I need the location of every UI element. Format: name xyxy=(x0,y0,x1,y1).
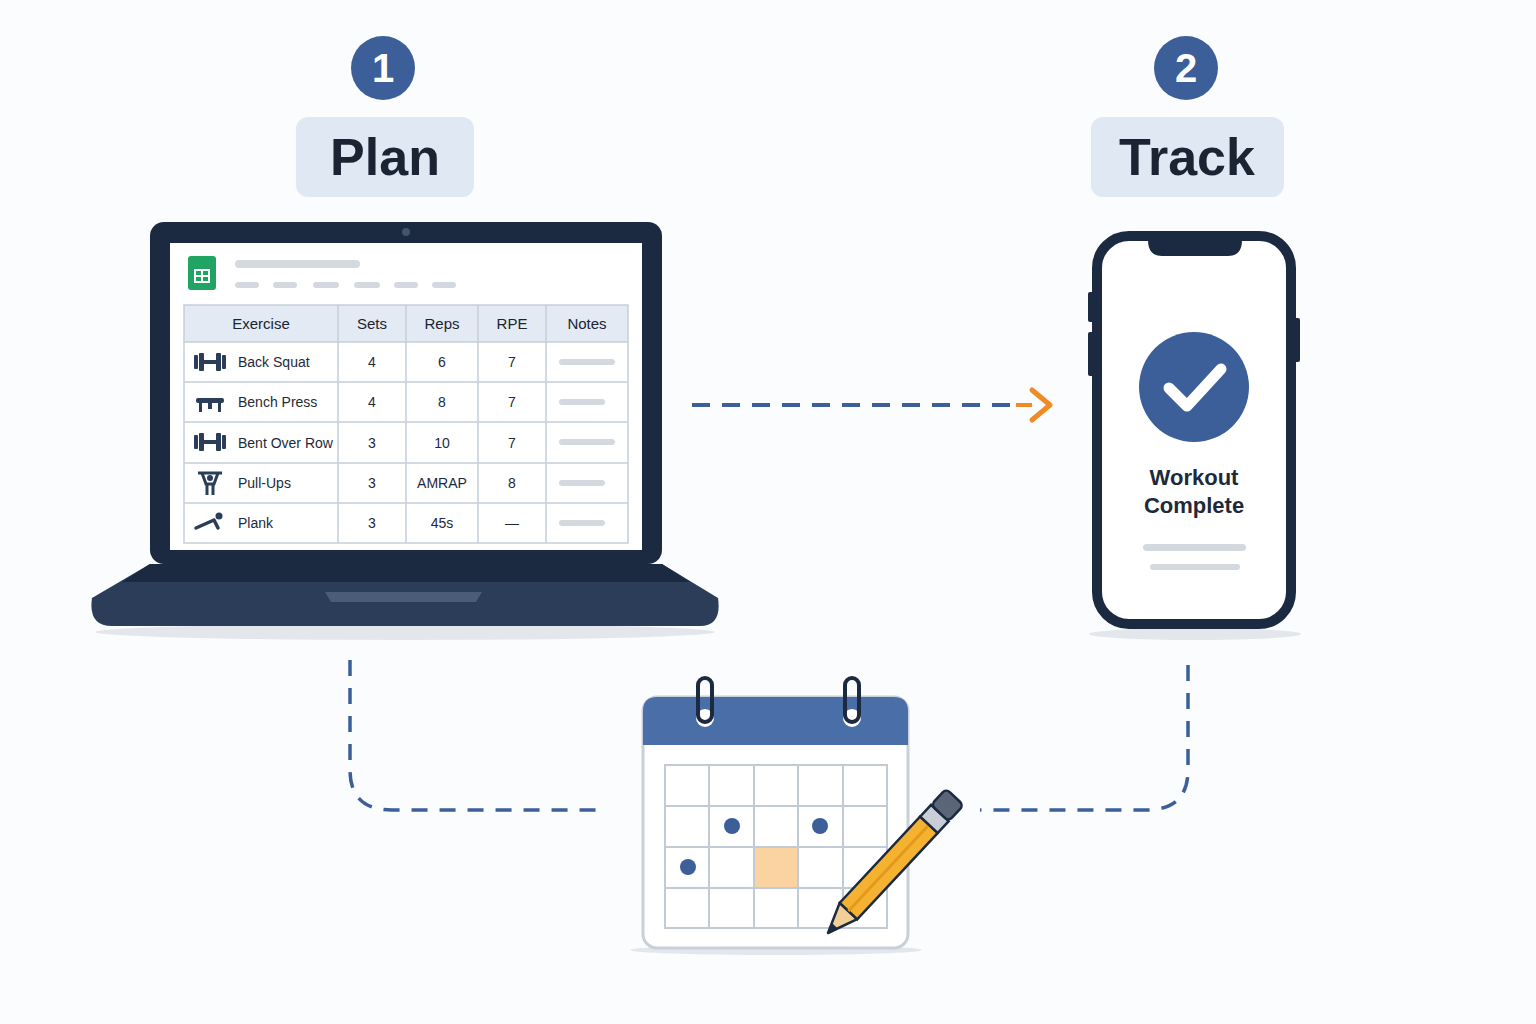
phone-screen: Workout Complete xyxy=(1092,232,1296,628)
label-text: — xyxy=(478,503,546,543)
label-text: 45s xyxy=(406,503,478,543)
label-text: Back Squat xyxy=(184,342,338,382)
text-placeholder xyxy=(1150,564,1240,570)
calendar-dot xyxy=(812,818,828,834)
label-text: 7 xyxy=(478,422,546,463)
laptop-keyboard xyxy=(122,564,690,582)
dumbbell-icon xyxy=(194,353,226,371)
label-text: Plank xyxy=(184,503,338,543)
step-label: Plan xyxy=(296,117,474,197)
dashed-connector xyxy=(980,665,1188,810)
label-text: Pull-Ups xyxy=(184,463,338,503)
check-circle xyxy=(1139,332,1249,442)
calendar-ring xyxy=(845,678,859,722)
label-text: Bench Press xyxy=(184,382,338,422)
notes-placeholder xyxy=(559,359,615,526)
step-number: 2 xyxy=(1154,36,1218,100)
plank-icon xyxy=(196,513,223,529)
label-text: AMRAP xyxy=(406,463,478,503)
table-border xyxy=(184,305,628,543)
label-text: 3 xyxy=(338,463,406,503)
phone-text-area: Workout Complete xyxy=(1114,464,1274,520)
label-text: 7 xyxy=(478,382,546,422)
phone-notch xyxy=(1148,240,1242,256)
label-text: Notes xyxy=(546,305,628,342)
label-text: Bent Over Row xyxy=(184,422,338,463)
label-text: 7 xyxy=(478,342,546,382)
label-text: Plan xyxy=(330,131,440,183)
laptop-spreadsheet: ExerciseSetsRepsRPENotesBack Squat467Ben… xyxy=(150,222,662,564)
step-label: Track xyxy=(1091,117,1284,197)
laptop-shadow xyxy=(95,624,715,640)
bench-icon xyxy=(196,398,224,412)
label-text: Reps xyxy=(406,305,478,342)
step-number: 1 xyxy=(351,36,415,100)
menu-placeholder xyxy=(235,282,456,288)
dumbbell-icon xyxy=(194,433,226,451)
pullup-icon xyxy=(198,473,222,495)
title-placeholder xyxy=(235,260,360,268)
label-text: 4 xyxy=(338,382,406,422)
dashed-arrow xyxy=(692,390,1050,420)
calendar-dot xyxy=(724,818,740,834)
table-grid xyxy=(184,305,628,543)
label-text: Track xyxy=(1119,131,1255,183)
calendar-header xyxy=(643,697,908,745)
calendar-body xyxy=(643,697,908,948)
label-text: 8 xyxy=(478,463,546,503)
sheets-icon xyxy=(188,256,216,290)
laptop-screen xyxy=(170,243,642,550)
sheets-grid xyxy=(195,275,209,277)
label-text: Workout Complete xyxy=(1119,464,1269,520)
laptop-notch xyxy=(325,592,482,602)
pencil xyxy=(819,789,963,941)
label-text: 8 xyxy=(406,382,478,422)
label-text: 1 xyxy=(372,48,394,88)
label-text: 10 xyxy=(406,422,478,463)
label-text: 2 xyxy=(1175,48,1197,88)
phone-shadow xyxy=(1089,628,1301,640)
laptop-camera xyxy=(402,228,410,236)
label-text: RPE xyxy=(478,305,546,342)
calendar-ring xyxy=(698,678,712,722)
laptop-bezel xyxy=(150,222,662,564)
label-text: 4 xyxy=(338,342,406,382)
dashed-connector xyxy=(350,660,600,810)
phone-frame xyxy=(1097,236,1291,624)
label-text: Sets xyxy=(338,305,406,342)
label-text: 3 xyxy=(338,503,406,543)
check-mark xyxy=(1169,369,1221,406)
calendar-dot xyxy=(680,859,696,875)
laptop-base xyxy=(91,564,718,626)
highlighted-day xyxy=(754,847,798,888)
text-placeholder xyxy=(1143,544,1246,551)
sheets-grid xyxy=(195,270,209,282)
label-text: Exercise xyxy=(184,305,338,342)
label-text: 3 xyxy=(338,422,406,463)
label-text: 6 xyxy=(406,342,478,382)
